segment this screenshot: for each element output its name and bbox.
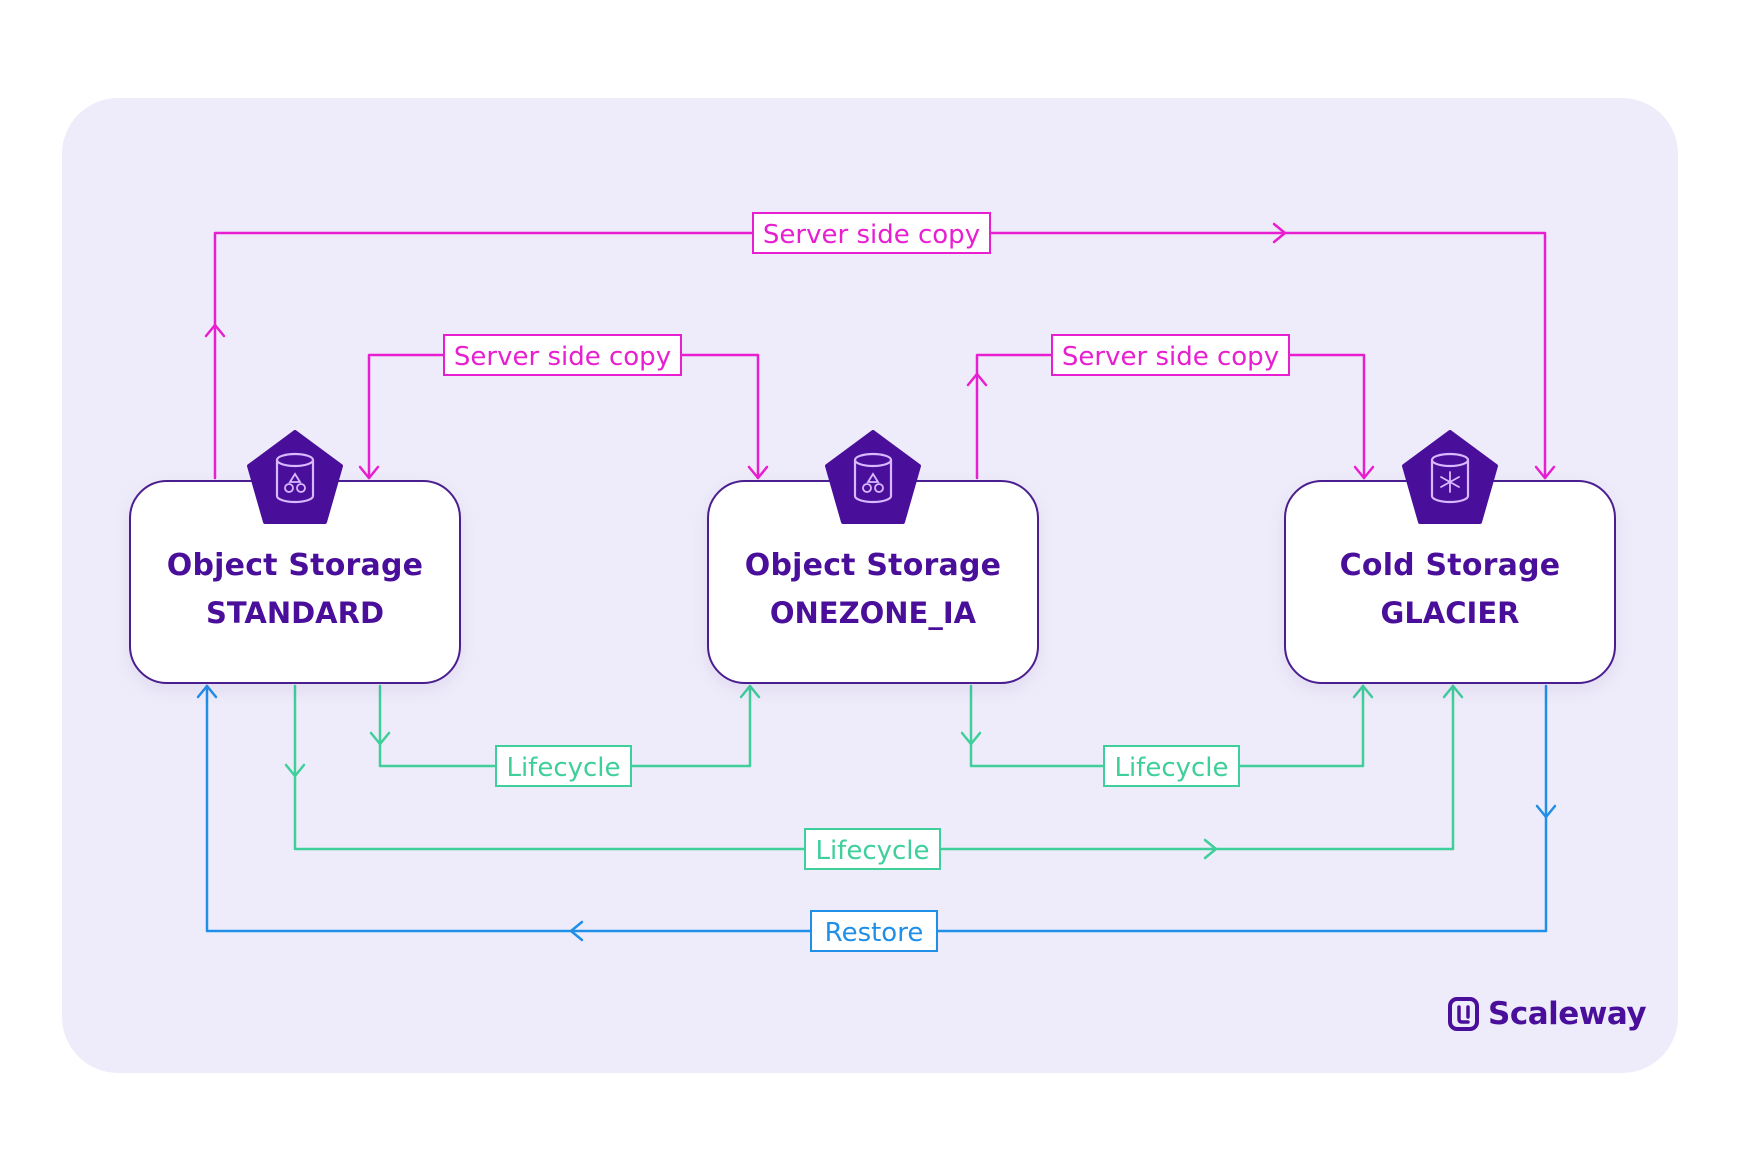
edge-label-restore-glacier-standard: Restore [810, 910, 938, 952]
edge-label-copy-onezone-glacier: Server side copy [1051, 334, 1290, 376]
edge-label-lifecycle-standard-glacier: Lifecycle [804, 828, 941, 870]
bucket-shapes-icon [247, 430, 343, 524]
edge-label-lifecycle-standard-onezone: Lifecycle [495, 745, 632, 787]
node-title: Object Storage [744, 548, 1002, 583]
bucket-snowflake-icon [1402, 430, 1498, 524]
node-storage-class: STANDARD [205, 596, 385, 630]
edge-restore-glacier-standard [196, 684, 1557, 942]
node-title: Object Storage [166, 548, 424, 583]
node-storage-class: ONEZONE_IA [769, 596, 977, 630]
node-storage-class: GLACIER [1380, 596, 1520, 630]
edge-label-lifecycle-onezone-glacier: Lifecycle [1103, 745, 1240, 787]
node-title: Cold Storage [1339, 548, 1561, 583]
scaleway-logo: Scaleway [1448, 990, 1647, 1038]
edge-label-copy-standard-glacier: Server side copy [752, 212, 991, 254]
scaleway-logo-icon [1448, 997, 1479, 1031]
bucket-shapes-icon [825, 430, 921, 524]
edge-label-copy-standard-onezone: Server side copy [443, 334, 682, 376]
brand-name: Scaleway [1488, 996, 1647, 1032]
